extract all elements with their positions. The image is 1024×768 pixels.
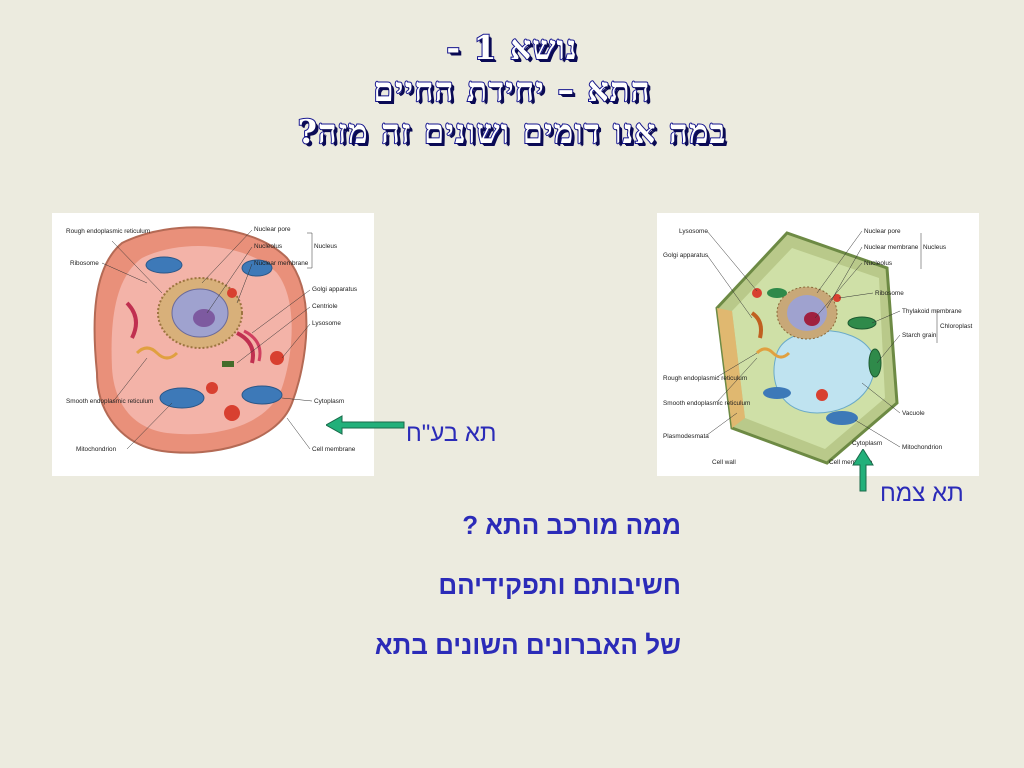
label-nuclear-pore: Nuclear pore — [254, 226, 291, 233]
title-line-3: במה אנו דומים ושונים זה מזה? — [297, 111, 727, 152]
label-nuclear-membrane: Nuclear membrane — [254, 260, 309, 267]
plant-label-nuclear-pore: Nuclear pore — [864, 228, 901, 235]
plant-label-cell-membrane: Cell membrane — [829, 459, 873, 466]
question-line-1: ממה מורכב התא ? — [462, 510, 681, 540]
plant-label-ribosome: Ribosome — [875, 290, 904, 297]
question-line-2: חשיבותם ותפקידיהם — [438, 570, 681, 600]
plant-label-cell-wall: Cell wall — [712, 459, 736, 466]
label-lysosome: Lysosome — [312, 320, 341, 327]
plant-label-mitochondrion: Mitochondrion — [902, 444, 943, 451]
plant-label-rough-er: Rough endoplasmic reticulum — [663, 375, 747, 382]
plant-label-starch: Starch grain — [902, 332, 937, 339]
plant-label-vacuole: Vacuole — [902, 410, 925, 417]
title-line-2: התא – יחידת החיים — [372, 69, 651, 110]
plant-label-nucleolus: Nucleolus — [864, 260, 892, 267]
plant-label-nuclear-membrane: Nuclear membrane — [864, 244, 919, 251]
plant-label-cytoplasm: Cytoplasm — [852, 440, 882, 447]
title-line-1: נושא 1 - — [445, 27, 578, 68]
animal-cell-diagram: Rough endoplasmic reticulum Ribosome Smo… — [52, 213, 374, 476]
animal-cell-caption: תא בע"ח — [406, 420, 497, 447]
label-rough-er: Rough endoplasmic reticulum — [66, 228, 150, 235]
plant-label-smooth-er: Smooth endoplasmic reticulum — [663, 400, 750, 407]
question-line-3: של האברונים השונים בתא — [374, 630, 681, 660]
plant-label-chloroplast: Chloroplast — [940, 323, 973, 330]
label-cytoplasm: Cytoplasm — [314, 398, 344, 405]
plant-label-plasmodesmata: Plasmodesmata — [663, 433, 709, 440]
label-nucleus: Nucleus — [314, 243, 337, 250]
plant-cell-caption: תא צמח — [880, 480, 964, 507]
label-nucleolus: Nucleolus — [254, 243, 282, 250]
arrow-up-icon — [852, 449, 874, 492]
plant-label-golgi: Golgi apparatus — [663, 252, 708, 259]
label-mitochondrion: Mitochondrion — [76, 446, 117, 453]
label-smooth-er: Smooth endoplasmic reticulum — [66, 398, 153, 405]
plant-label-nucleus: Nucleus — [923, 244, 946, 251]
plant-label-thylakoid: Thylakoid membrane — [902, 308, 962, 315]
arrow-left-icon — [326, 415, 405, 435]
label-golgi: Golgi apparatus — [312, 286, 357, 293]
plant-label-lysosome: Lysosome — [679, 228, 708, 235]
label-ribosome: Ribosome — [70, 260, 99, 267]
label-cell-membrane: Cell membrane — [312, 446, 356, 453]
label-centriole: Centriole — [312, 303, 338, 310]
plant-cell-diagram: Lysosome Golgi apparatus Rough endoplasm… — [657, 213, 979, 476]
